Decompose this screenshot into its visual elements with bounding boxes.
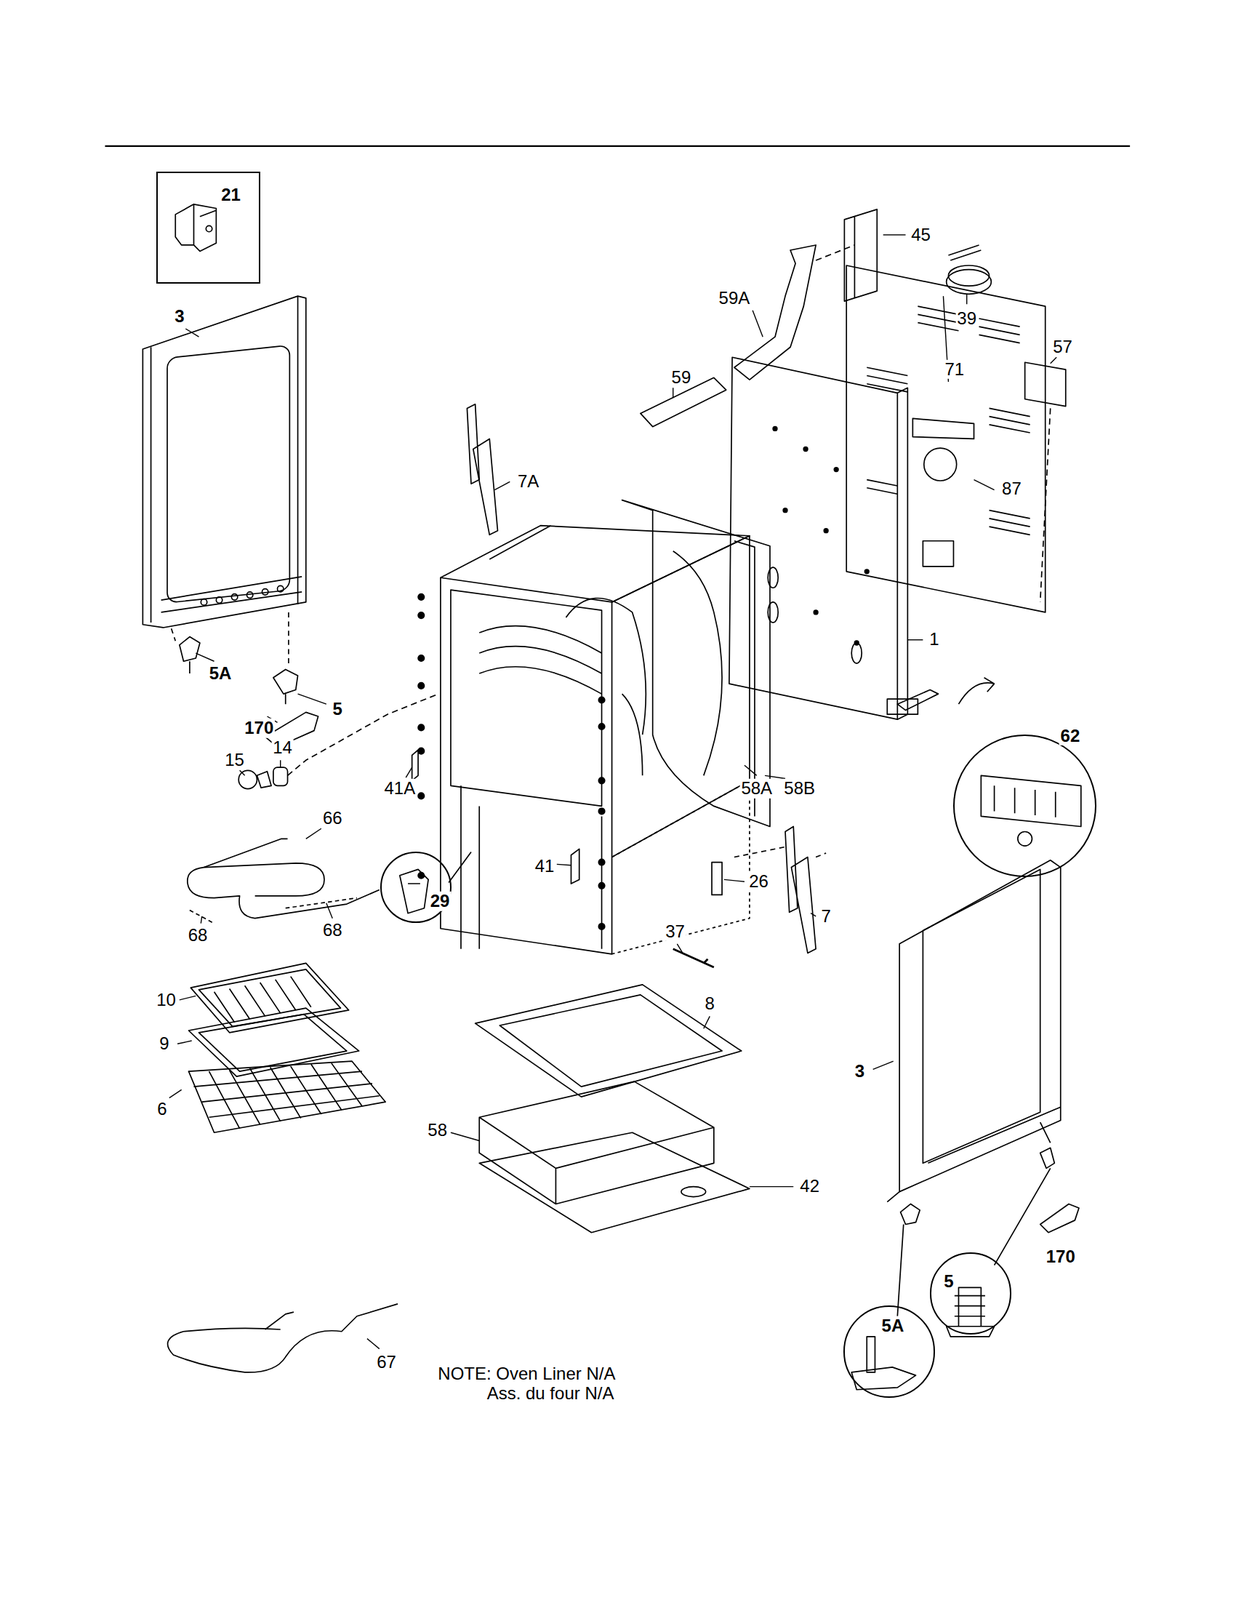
detail-circle: 62 <box>953 734 1096 877</box>
callout-number: 41 <box>533 856 557 876</box>
callout-number: 10 <box>154 989 178 1009</box>
callout-number: 29 <box>428 891 452 911</box>
callout-number: 71 <box>943 359 967 379</box>
note-text: Ass. du four N/A <box>485 1383 616 1403</box>
callout-number: 67 <box>375 1351 398 1371</box>
callout-number: 66 <box>321 808 344 828</box>
callout-number: 37 <box>663 921 687 941</box>
callout-number: 7A <box>516 471 541 491</box>
callout-number: 39 <box>955 308 978 328</box>
inset-box: 21 <box>156 171 261 284</box>
callout-number: 170 <box>1044 1246 1077 1266</box>
callout-number: 15 <box>223 750 246 770</box>
callout-number: 41A <box>382 778 417 798</box>
callout-number: 59 <box>670 367 693 387</box>
callout-number: 68 <box>186 925 210 945</box>
detail-circle: 5 <box>929 1251 1012 1334</box>
note-text: NOTE: Oven Liner N/A <box>436 1363 617 1383</box>
callout-number: 62 <box>1059 726 1082 746</box>
callout-number: 45 <box>909 224 933 244</box>
callout-number: 59A <box>717 287 752 307</box>
callout-number: 8 <box>703 993 717 1013</box>
callout-number: 170 <box>242 718 275 738</box>
callout-number: 14 <box>271 737 294 757</box>
callout-number: 58 <box>426 1120 449 1140</box>
callout-number: 26 <box>747 871 770 891</box>
callout-number: 58A <box>739 778 774 798</box>
callout-number: 5A <box>207 663 234 683</box>
callout-number: 3 <box>173 306 186 326</box>
callout-number: 87 <box>1000 479 1023 499</box>
callout-number: 21 <box>219 185 243 205</box>
callout-number: 68 <box>321 920 344 940</box>
callout-number: 5A <box>880 1315 906 1335</box>
callout-number: 6 <box>155 1098 168 1118</box>
callout-number: 3 <box>853 1061 866 1081</box>
callout-number: 58B <box>782 778 817 798</box>
callout-number: 42 <box>798 1176 821 1196</box>
callout-number: 7 <box>819 905 832 925</box>
callout-number: 1 <box>927 629 941 649</box>
detail-circle: 5A <box>843 1305 935 1397</box>
callout-number: 5 <box>331 699 344 719</box>
callout-number: 5 <box>942 1271 955 1291</box>
callout-number: 9 <box>157 1033 171 1053</box>
callout-number: 57 <box>1051 337 1074 357</box>
detail-circle: 29 <box>380 851 452 923</box>
